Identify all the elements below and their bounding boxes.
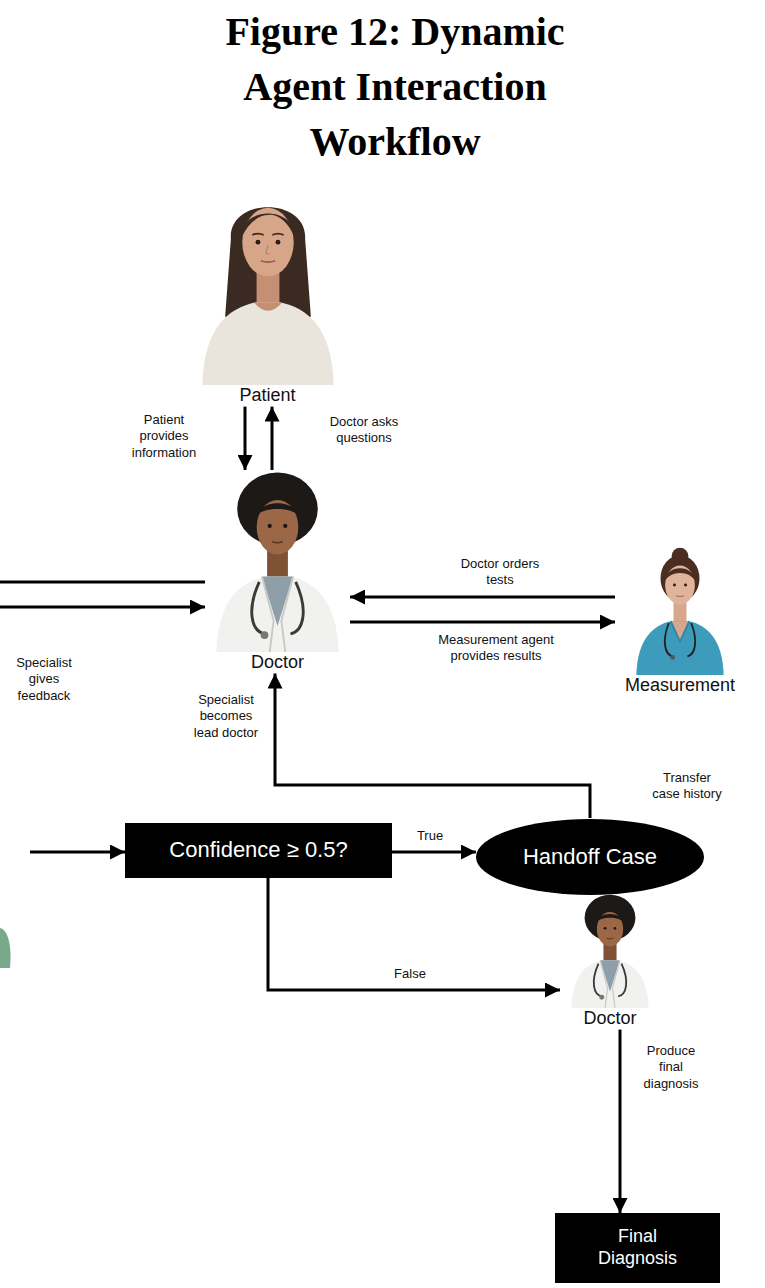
node-label: Doctor: [583, 1008, 636, 1030]
flow-arrow: [392, 851, 476, 854]
doctor-agent: Doctor: [560, 893, 660, 1030]
flow-arrow: [619, 1030, 622, 1213]
ellipse-outline: [476, 819, 704, 895]
flow-arrow: [244, 407, 247, 470]
edge-label: Patient provides information: [121, 412, 207, 461]
specialist-confidence-arrow: [30, 851, 125, 854]
edge-label: Doctor asks questions: [318, 414, 410, 447]
flow-arrow: [268, 878, 560, 990]
edge-label: Transfer case history: [650, 770, 724, 803]
flow-arrow: [350, 596, 615, 599]
flow-arrow: [271, 407, 274, 470]
node-label: Handoff Case: [523, 844, 657, 870]
flow-arrow: [350, 621, 615, 624]
specialist-feedback-arrow: [0, 606, 205, 609]
doctor-photo: [571, 895, 648, 1008]
doctor-agent: Doctor: [205, 470, 350, 674]
patient-photo: [202, 207, 333, 385]
node-label: Doctor: [251, 652, 304, 674]
note-label: Specialist becomes lead doctor: [186, 692, 266, 741]
node-label: Confidence ≥ 0.5?: [169, 837, 347, 863]
flow-arrow: [275, 674, 590, 818]
doctor-photo: [216, 473, 338, 652]
figure-title: Figure 12: Dynamic Agent Interaction Wor…: [185, 4, 605, 169]
patient-agent: Patient: [195, 185, 340, 407]
edge-label: False: [380, 966, 440, 982]
specialist-line: [0, 581, 205, 584]
decision-box: Confidence ≥ 0.5?: [125, 823, 392, 878]
node-label: Measurement: [625, 675, 735, 697]
specialist-photo-fragment: [0, 928, 11, 968]
measurement-agent: Measurement: [615, 545, 745, 697]
note-label: Specialist gives feedback: [4, 655, 84, 704]
node-label: Final Diagnosis: [588, 1226, 688, 1269]
node-label: Patient: [239, 385, 295, 407]
edge-label: Produce final diagnosis: [636, 1043, 706, 1092]
measurement-photo: [636, 548, 723, 675]
edge-label: Doctor orders tests: [460, 556, 540, 589]
handoff-ellipse: Handoff Case: [475, 818, 705, 896]
result-box: Final Diagnosis: [555, 1213, 720, 1283]
edge-label: True: [405, 828, 455, 844]
edge-label: Measurement agent provides results: [430, 632, 562, 665]
